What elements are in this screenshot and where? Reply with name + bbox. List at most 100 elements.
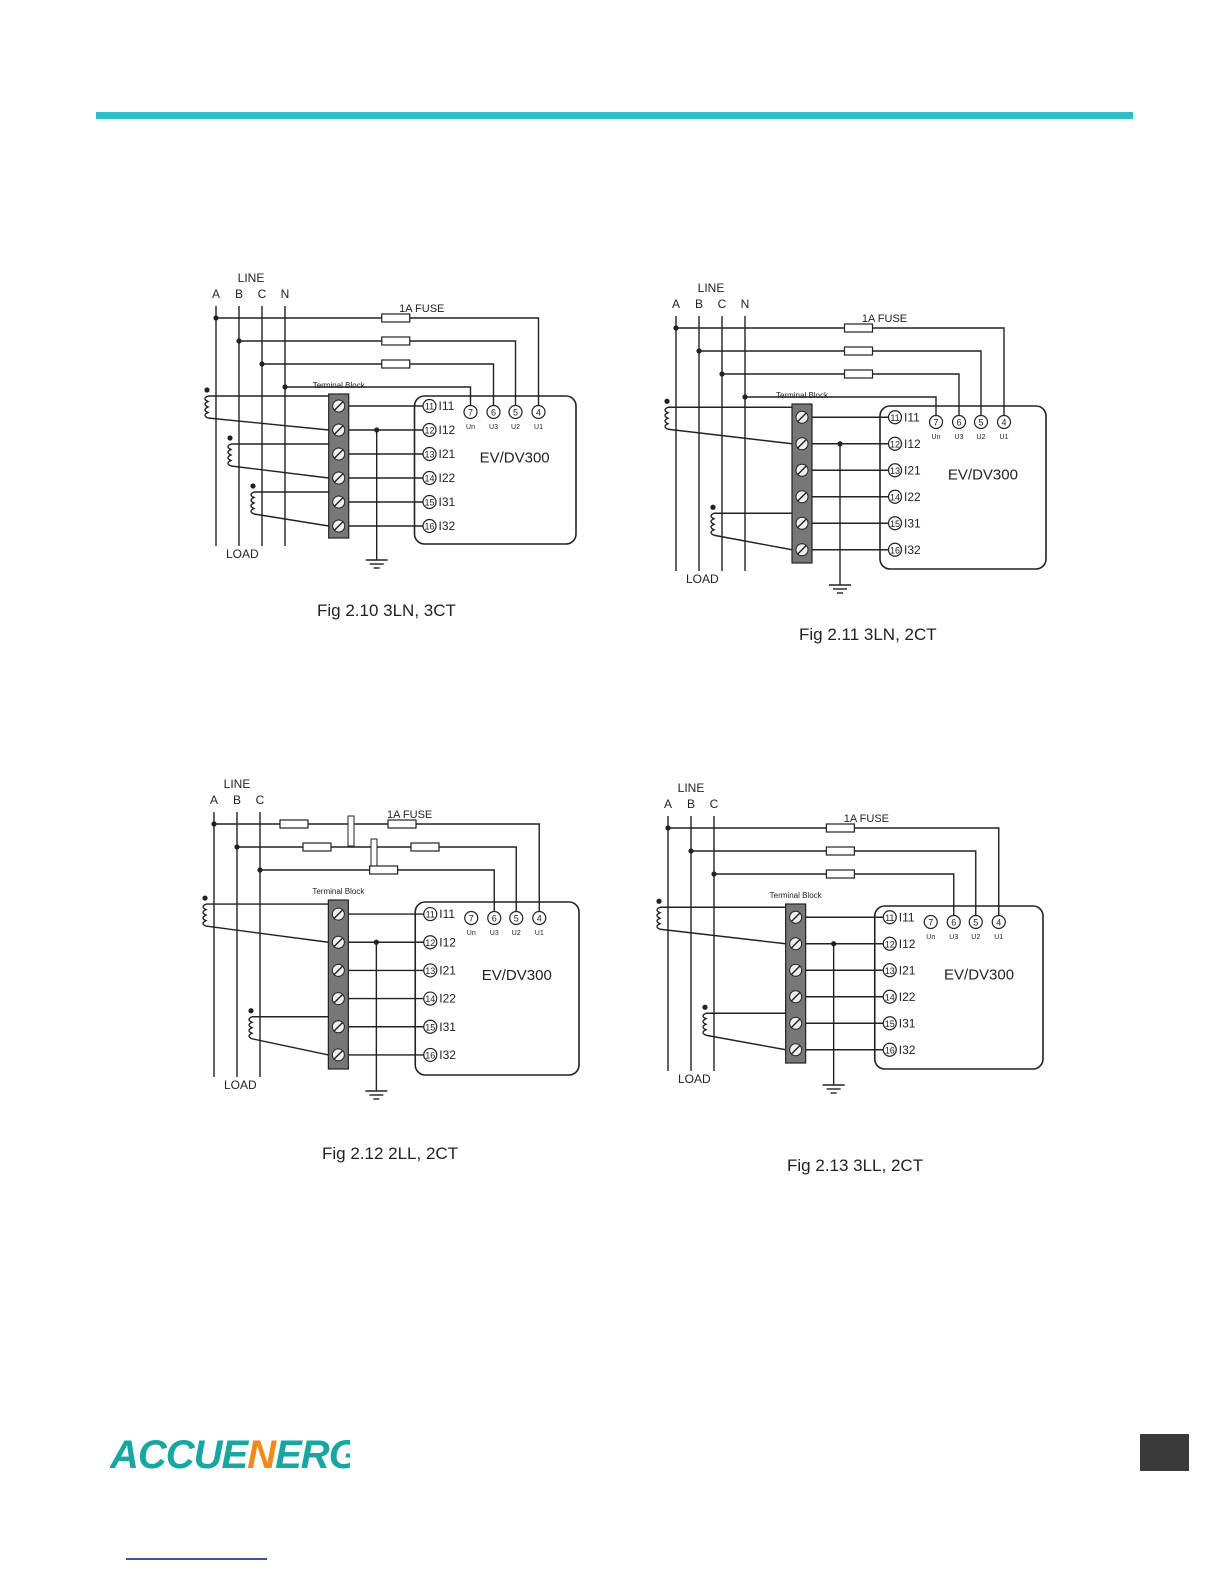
terminal-name: I11 <box>899 910 915 924</box>
terminal-number: 12 <box>885 939 895 949</box>
terminal-name: I11 <box>439 399 455 413</box>
terminal-number: 15 <box>885 1019 895 1029</box>
meter-name: EV/DV300 <box>944 966 1014 983</box>
pt-transformer <box>347 815 355 847</box>
terminal-sub: U1 <box>535 930 544 937</box>
line-label: LINE <box>698 281 725 295</box>
terminal-number: 4 <box>1001 418 1006 428</box>
fuse-symbol <box>825 823 855 833</box>
wire <box>205 925 329 943</box>
terminal-number: 14 <box>890 492 900 502</box>
terminal-number: 5 <box>513 408 518 418</box>
terminal-number: 13 <box>890 466 900 476</box>
terminal-number: 14 <box>425 994 435 1004</box>
terminal-sub: U1 <box>994 934 1003 941</box>
terminal-sub: U2 <box>511 424 520 431</box>
terminal-name: I32 <box>439 519 456 533</box>
terminal-number: 5 <box>978 418 983 428</box>
terminal-number: 6 <box>956 418 961 428</box>
terminal-name: I22 <box>439 471 456 485</box>
terminal-block <box>328 393 350 539</box>
meter-name: EV/DV300 <box>480 450 550 467</box>
terminal-block <box>785 903 807 1064</box>
ct-coil <box>248 1016 254 1040</box>
terminal-block-label: Terminal Block <box>312 887 365 896</box>
terminal-block-label: Terminal Block <box>776 391 829 400</box>
terminal-number: 13 <box>425 966 435 976</box>
wire <box>667 428 793 445</box>
phase-label: N <box>281 287 290 301</box>
terminal-screw-slot <box>797 545 807 555</box>
terminal-screw-slot <box>797 518 807 528</box>
terminal-sub: Un <box>926 934 935 941</box>
terminal-sub: U3 <box>490 930 499 937</box>
terminal-number: 14 <box>885 992 895 1002</box>
junction-dot <box>204 387 210 393</box>
terminal-name: I22 <box>904 490 921 504</box>
junction-dot <box>837 441 843 447</box>
junction-dot <box>227 435 233 441</box>
terminal-number: 16 <box>424 522 434 532</box>
phase-label: C <box>710 797 719 811</box>
wire <box>397 869 495 912</box>
terminal-number: 5 <box>514 914 519 924</box>
terminal-number: 15 <box>424 498 434 508</box>
terminal-number: 7 <box>933 418 938 428</box>
terminal-screw-slot <box>334 449 344 459</box>
wire <box>416 823 540 912</box>
logo-text-accent: N <box>247 1433 277 1474</box>
terminal-sub: Un <box>466 424 475 431</box>
wire <box>207 417 329 431</box>
terminal-screw-slot <box>791 939 801 949</box>
line-label: LINE <box>224 777 251 791</box>
terminal-screw-slot <box>334 497 344 507</box>
wire <box>854 827 1000 916</box>
phase-label: A <box>664 797 672 811</box>
fuse-symbol <box>381 359 411 369</box>
terminal-number: 14 <box>424 474 434 484</box>
terminal-screw-slot <box>791 1018 801 1028</box>
fuse-symbol <box>387 819 417 829</box>
terminal-number: 13 <box>424 450 434 460</box>
terminal-screw-slot <box>791 1045 801 1055</box>
terminal-number: 6 <box>951 918 956 928</box>
fuse-label: 1A FUSE <box>387 809 432 821</box>
meter-box <box>873 905 1044 1070</box>
fuse-label: 1A FUSE <box>862 313 907 325</box>
terminal-name: I22 <box>899 990 916 1004</box>
terminal-number: 11 <box>885 913 894 923</box>
junction-dot <box>702 1004 708 1010</box>
phase-label: A <box>210 793 218 807</box>
phase-label: A <box>212 287 220 301</box>
terminal-name: I11 <box>904 410 920 424</box>
fuse-symbol <box>843 369 874 379</box>
terminal-number: 16 <box>425 1050 435 1060</box>
terminal-sub: U2 <box>512 930 521 937</box>
terminal-screw-slot <box>797 439 807 449</box>
wire <box>659 928 786 945</box>
terminal-number: 15 <box>425 1022 435 1032</box>
terminal-name: I12 <box>904 437 921 451</box>
fuse-symbol <box>843 323 874 333</box>
terminal-name: I22 <box>439 992 456 1006</box>
terminal-name: I31 <box>904 516 921 530</box>
terminal-number: 7 <box>468 408 473 418</box>
wire <box>409 317 540 406</box>
terminal-name: I32 <box>904 543 921 557</box>
wire <box>409 340 517 406</box>
wire <box>285 386 472 406</box>
terminal-name: I32 <box>439 1048 456 1062</box>
junction-dot <box>710 504 716 510</box>
terminal-sub: U1 <box>1000 434 1009 441</box>
fuse-symbol <box>381 313 411 323</box>
terminal-screw-slot <box>333 909 343 919</box>
terminal-number: 4 <box>996 918 1001 928</box>
ct-coil <box>656 906 662 930</box>
terminal-circle <box>464 910 479 926</box>
terminal-number: 15 <box>890 519 900 529</box>
wire <box>872 350 982 416</box>
terminal-number: 16 <box>890 545 900 555</box>
terminal-number: 12 <box>890 439 900 449</box>
fuse-symbol <box>843 346 874 356</box>
